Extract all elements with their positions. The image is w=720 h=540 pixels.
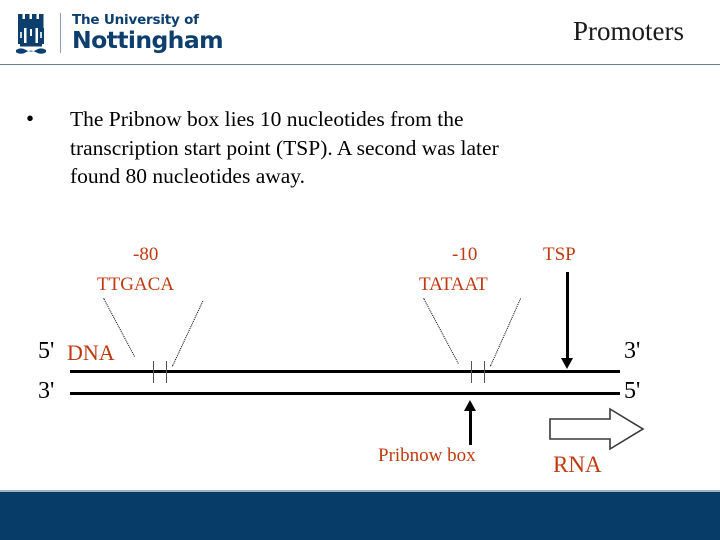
tick-minus80-right [166, 361, 167, 383]
university-wordmark: The University of Nottingham [72, 12, 224, 54]
bullet-list: • The Pribnow box lies 10 nucleotides fr… [26, 105, 666, 191]
bullet-marker-icon: • [26, 106, 35, 131]
pribnow-arrow-shaft [469, 410, 472, 445]
tick-minus10-right [484, 361, 485, 383]
label-dna: DNA [67, 340, 115, 365]
pribnow-arrow-head-icon [464, 400, 476, 411]
label-minus-80: -80 [133, 244, 159, 265]
tick-minus80-left [153, 361, 154, 383]
label-tsp: TSP [543, 244, 576, 265]
strand-end-bottom-right: 5' [624, 378, 641, 404]
footer-divider [0, 490, 720, 492]
label-ttgaca: TTGACA [97, 274, 175, 295]
dna-strand-bottom [70, 392, 620, 395]
tsp-arrow-head-icon [561, 358, 573, 369]
page-title: Promoters [573, 16, 684, 46]
label-minus-10: -10 [452, 244, 478, 265]
strand-end-bottom-left: 3' [38, 378, 55, 404]
university-logo: The University of Nottingham [14, 9, 224, 57]
leader-ttgaca-right [172, 300, 204, 367]
leader-tataat-left [423, 298, 459, 364]
label-rna: RNA [553, 452, 602, 477]
nottingham-castle-crest-icon [14, 10, 50, 56]
strand-end-top-left: 5' [38, 338, 55, 364]
strand-end-top-right: 3' [624, 338, 641, 364]
tick-minus10-left [471, 361, 472, 383]
label-tataat: TATAAT [419, 274, 488, 295]
logo-divider [60, 13, 61, 53]
dna-strand-top [70, 370, 620, 373]
footer-bar [0, 492, 720, 540]
bullet-text: The Pribnow box lies 10 nucleotides from… [70, 107, 499, 188]
wordmark-line-2: Nottingham [72, 25, 224, 54]
leader-tataat-right [490, 298, 522, 367]
slide-header: The University of Nottingham Promoters [0, 0, 720, 65]
wordmark-line-1: The University of [72, 12, 199, 28]
rna-arrow-icon [548, 407, 646, 457]
tsp-arrow-shaft [566, 272, 569, 360]
promoter-structure-diagram: -80 TTGACA -10 TATAAT TSP DNA 5' 3' 3' 5… [0, 230, 720, 490]
label-pribnow-box: Pribnow box [378, 445, 476, 466]
header-divider [0, 64, 720, 65]
